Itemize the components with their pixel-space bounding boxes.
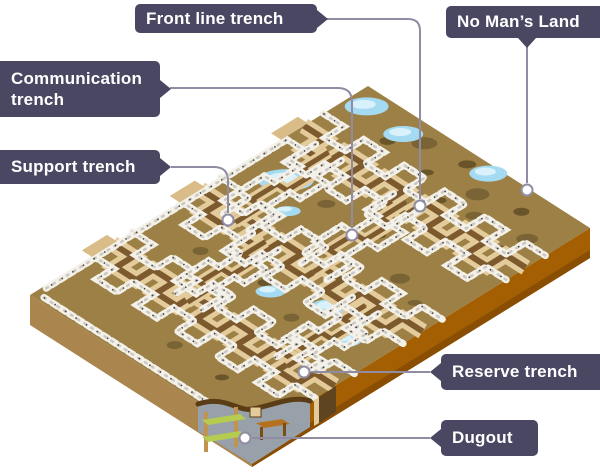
dugout-table-leg	[283, 423, 286, 436]
communication-trench-sandbag-texture	[273, 295, 354, 360]
bunk-post	[204, 412, 208, 452]
shell-crater	[192, 247, 209, 255]
bunk-post	[234, 407, 238, 447]
label-pointer-down	[518, 38, 536, 48]
leader-endpoint-dugout	[238, 431, 252, 445]
terrain-face-left	[30, 295, 252, 467]
label-front-line-trench: Front line trench	[135, 4, 328, 33]
leader-endpoint-support-trench	[221, 213, 235, 227]
label-reserve-trench-text: Reserve trench	[452, 362, 578, 381]
label-communication-trench: Communication trench	[0, 61, 171, 117]
front-line-trench-figures	[283, 137, 507, 281]
communication-trench-sandbag-texture	[299, 312, 380, 376]
communication-trench-sandbag-texture	[324, 208, 421, 282]
water-puddle-highlight	[277, 206, 292, 212]
dugout-picture	[249, 406, 262, 418]
shell-crater	[465, 188, 490, 201]
water-puddle-highlight	[259, 286, 276, 293]
shell-crater	[214, 374, 229, 381]
shell-crater	[389, 273, 410, 284]
terrain-face-right-shadow	[252, 250, 590, 467]
label-reserve-trench: Reserve trench	[430, 354, 600, 390]
reserve-cut-opening	[319, 386, 336, 423]
water-puddle-highlight	[474, 167, 496, 176]
left-edge-sandbag-texture	[44, 138, 288, 290]
label-pointer-right	[160, 80, 171, 98]
label-pointer-right	[160, 158, 171, 176]
trench-cut-wall	[81, 234, 117, 257]
label-no-mans-land: No Man’s Land	[446, 6, 600, 48]
leader-endpoint-reserve-trench	[297, 365, 311, 379]
label-support-trench-text: Support trench	[11, 157, 136, 176]
leader-endpoint-no-mans-land	[520, 183, 534, 197]
shell-crater	[458, 160, 477, 169]
bunk-bed-bottom	[202, 431, 246, 442]
support-trench-sandbag-texture	[179, 200, 405, 345]
label-pointer-left	[430, 363, 441, 381]
rear-edge-sandbag-texture	[42, 296, 254, 433]
communication-trench-sandbag-texture	[199, 248, 280, 312]
communication-trench-sandbag-texture	[221, 142, 318, 216]
label-support-trench: Support trench	[0, 150, 171, 184]
shell-crater	[283, 313, 300, 322]
label-front-line-trench-text: Front line trench	[146, 8, 284, 28]
shell-crater	[411, 137, 438, 150]
trench-cut-wall	[271, 116, 308, 140]
reserve-trench-sandbag-texture	[91, 254, 317, 400]
shell-crater	[317, 199, 336, 208]
leader-endpoint-communication-trench	[345, 228, 359, 242]
shell-crater	[513, 207, 530, 216]
dugout-table-leg	[260, 427, 263, 440]
leader-front-line-trench	[317, 18, 421, 199]
communication-trench-sandbag-texture	[299, 192, 395, 266]
bunk-bed-top	[202, 414, 246, 425]
leader-support-trench	[171, 166, 229, 213]
reserve-trench-floor	[110, 241, 337, 389]
dugout-room	[198, 399, 310, 464]
shell-crater	[166, 341, 183, 350]
leader-communication-trench	[170, 87, 353, 228]
label-communication-trench-text: Communication trench	[11, 69, 143, 109]
leader-endpoint-front-line-trench	[413, 199, 427, 213]
communication-trench-sandbag-texture	[173, 232, 254, 296]
label-no-mans-land-text: No Man’s Land	[457, 12, 580, 31]
shell-crater	[407, 299, 422, 306]
reserve-trench-sandbag-texture	[131, 230, 356, 375]
trench-cut-wall	[169, 180, 205, 203]
communication-trench-sandbag-texture	[247, 159, 343, 232]
label-pointer-right	[317, 9, 328, 28]
water-puddle-highlight	[351, 99, 376, 109]
reserve-cut-wall	[314, 397, 319, 426]
dugout-table-top	[256, 419, 290, 428]
label-dugout: Dugout	[430, 420, 538, 456]
front-line-trench-figures	[322, 112, 546, 257]
label-dugout-text: Dugout	[452, 428, 513, 447]
water-puddle-highlight	[389, 128, 412, 137]
label-pointer-left	[430, 429, 441, 447]
